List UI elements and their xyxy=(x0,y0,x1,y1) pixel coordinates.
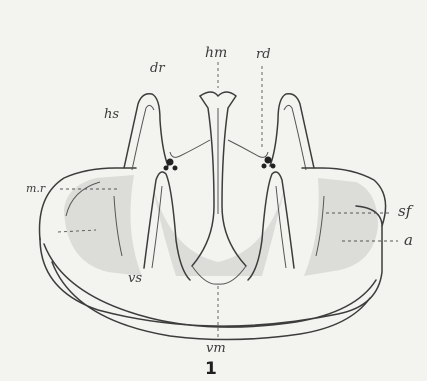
label-vs: vs xyxy=(128,271,142,286)
median-crest xyxy=(200,92,246,266)
median-crest-left xyxy=(192,96,214,266)
center-shading xyxy=(152,182,286,276)
label-mr: m.r xyxy=(26,182,46,195)
label-dr: dr xyxy=(150,61,165,76)
label-rd: rd xyxy=(256,47,271,62)
right-lobe-shading xyxy=(304,178,378,276)
label-hs: hs xyxy=(104,107,119,122)
left-lobe-shading xyxy=(64,175,142,276)
right-root-fibre xyxy=(228,140,268,157)
right-outer-horn xyxy=(270,94,314,168)
label-hm: hm xyxy=(205,45,227,61)
label-vm: vm xyxy=(206,341,226,356)
label-a: a xyxy=(404,231,413,249)
figure-number: 1 xyxy=(205,359,217,379)
left-outer-horn xyxy=(124,94,168,168)
label-sf: sf xyxy=(398,202,414,220)
left-root-fibre xyxy=(170,140,210,157)
right-ganglion xyxy=(262,157,276,169)
